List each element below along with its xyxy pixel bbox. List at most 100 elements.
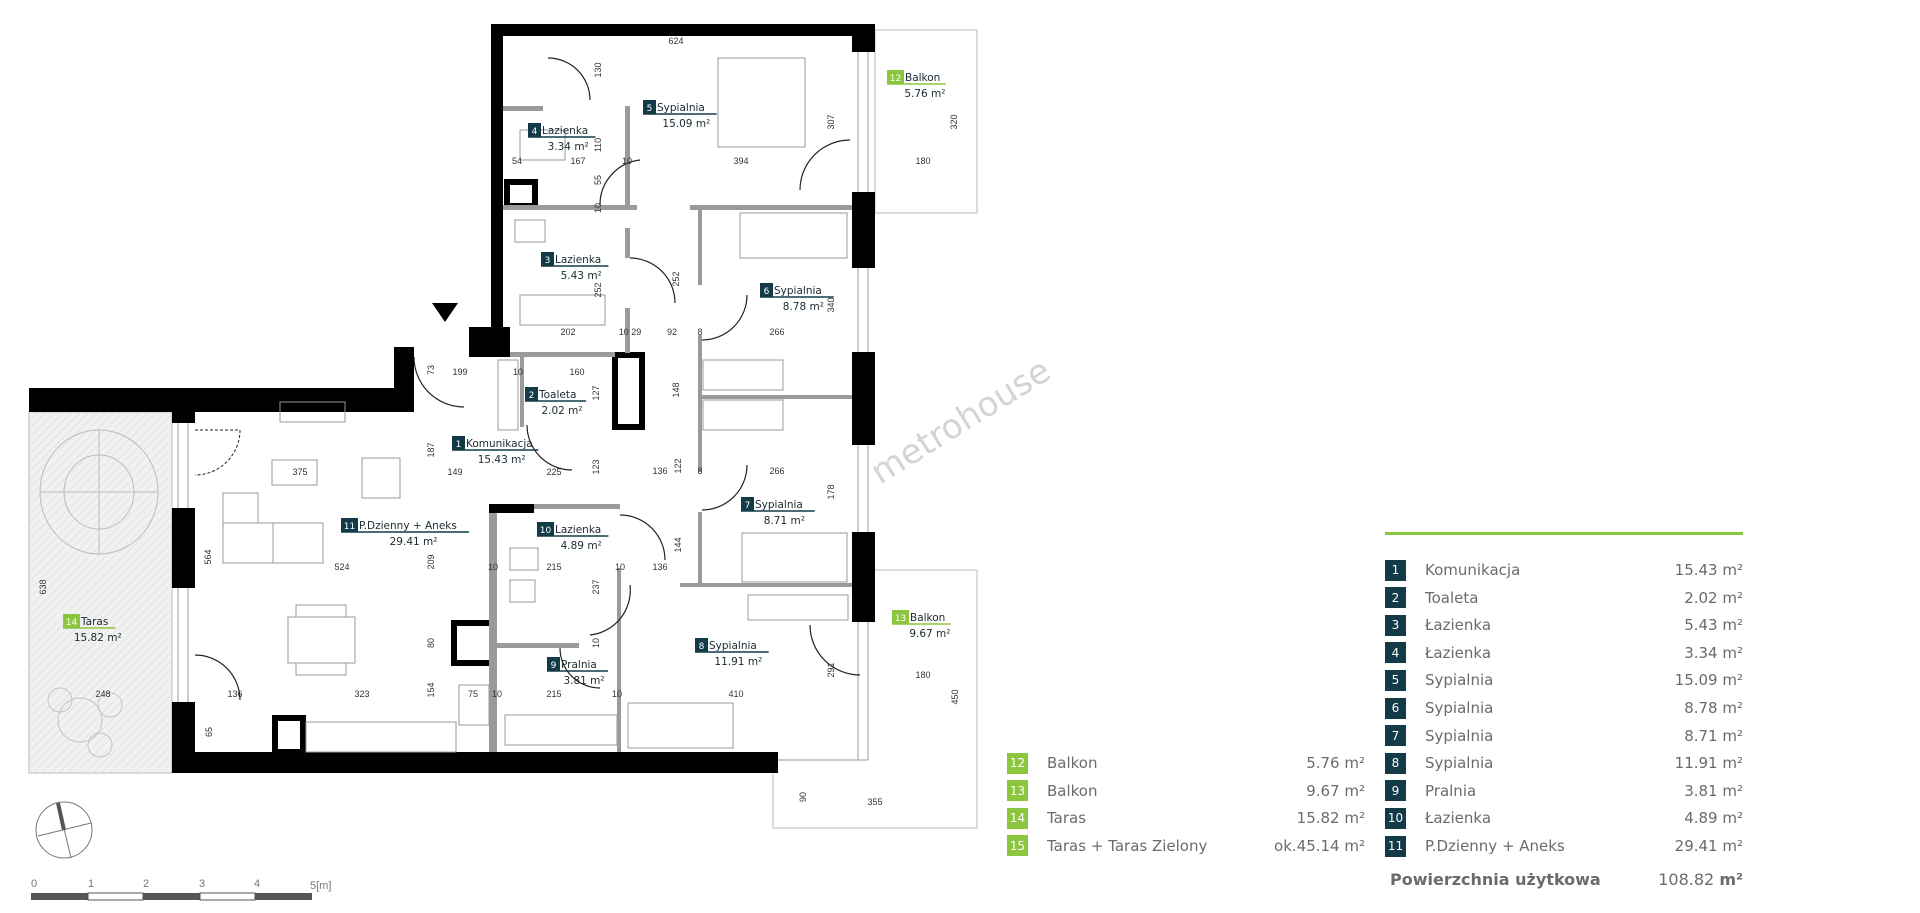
dimension-label: 160	[569, 367, 584, 377]
dimension-label: 110	[593, 138, 603, 152]
scale-label: 4	[254, 878, 261, 890]
legend-room-area: 8.78 m²	[1684, 699, 1743, 717]
dimension-label: 180	[915, 156, 930, 166]
room-area: 2.02 m²	[541, 405, 582, 417]
legend-badge: 9	[1385, 780, 1406, 802]
dimension-label: 564	[203, 549, 213, 564]
dimension-label: 215	[546, 562, 561, 572]
dimension-label: 10	[615, 562, 625, 572]
scale-label: 5[m]	[310, 880, 332, 892]
dimension-label: 154	[426, 682, 436, 697]
room-number-badge	[547, 657, 560, 671]
legend-badge: 10	[1385, 807, 1406, 829]
watermark: metrohouse	[864, 351, 1058, 493]
room-number: 12	[890, 74, 901, 84]
dimension-label: 180	[915, 670, 930, 680]
dimension-label: 10	[622, 156, 632, 166]
compass-icon	[35, 801, 93, 859]
dimension-label: 73	[426, 365, 436, 375]
room-number-badge	[541, 252, 554, 266]
room-number: 4	[532, 127, 538, 137]
legend-room-area: 8.71 m²	[1684, 726, 1743, 745]
legend-badge: 12	[1007, 752, 1028, 774]
legend-room-name: Łazienka	[1425, 809, 1492, 828]
room-area: 29.41 m²	[390, 536, 438, 548]
dimension-label: 375	[292, 467, 307, 477]
legend-room-area: 3.81 m²	[1684, 781, 1743, 800]
room-number: 11	[344, 522, 355, 532]
room-number: 7	[745, 501, 751, 511]
legend-badge: 2	[1385, 587, 1406, 609]
dimension-label: 10	[513, 367, 523, 377]
terrace-door-dashed	[194, 429, 241, 476]
room-number: 10	[540, 526, 552, 536]
terrace-round-table	[39, 429, 159, 555]
dimension-label: 8	[697, 327, 702, 337]
room-name: Balkon	[905, 72, 940, 84]
room-number: 3	[545, 256, 551, 266]
dimension-label: 136	[652, 466, 667, 476]
legend-room-area: 5.76 m²	[1306, 754, 1365, 772]
dimension-label: 148	[671, 382, 681, 397]
furniture	[222, 57, 849, 753]
legend-room-name: Sypialnia	[1425, 754, 1494, 773]
room-area: 11.91 m²	[714, 656, 762, 668]
dimension-label: 394	[733, 156, 748, 166]
dimension-label: 638	[38, 579, 48, 594]
legend-room-name: Sypialnia	[1425, 699, 1494, 717]
legend-badge: 8	[1385, 752, 1406, 774]
room-area: 8.71 m²	[764, 515, 805, 527]
room-area: 5.43 m²	[561, 270, 602, 282]
room-number-badge	[525, 387, 538, 401]
room-area: 5.76 m²	[904, 88, 945, 100]
dimension-label: 266	[769, 466, 784, 476]
room-number: 8	[699, 642, 705, 652]
dimension-label: 92	[667, 327, 677, 337]
room-area: 9.67 m²	[909, 628, 950, 640]
room-number: 13	[895, 614, 906, 624]
dimension-label: 252	[671, 271, 681, 286]
dimension-label: 307	[826, 114, 836, 129]
legend-room-name: Taras	[1047, 809, 1087, 827]
total-label: Powierzchnia użytkowa	[1390, 870, 1601, 889]
legend-badge: 1	[1385, 559, 1406, 581]
legend-row: 12 Balkon 5.76 m²	[1007, 752, 1365, 774]
total-area: Powierzchnia użytkowa 108.82 m²	[1390, 870, 1743, 889]
dimension-label: 75	[468, 689, 478, 699]
dimension-label: 10	[612, 689, 622, 699]
legend-room-area: 29.41 m²	[1674, 837, 1743, 855]
dimension-label: 8	[697, 466, 702, 476]
legend-room-area: 15.82 m²	[1296, 809, 1365, 827]
room-number-badge	[63, 614, 80, 628]
room-number-badge	[452, 436, 465, 450]
room-name: Pralnia	[561, 659, 597, 671]
room-area: 15.82 m²	[74, 632, 122, 644]
legend-badge: 7	[1385, 725, 1406, 747]
room-name: Lazienka	[555, 524, 601, 536]
room-name: Toaleta	[538, 389, 576, 401]
terrace-area	[28, 411, 173, 774]
dimension-label: 410	[728, 689, 743, 699]
legend-room-name: Taras + Taras Zielony	[1047, 836, 1208, 855]
legend-row: 7 Sypialnia 8.71 m²	[1385, 725, 1743, 747]
room-number-badge	[341, 518, 358, 532]
legend-room-name: Sypialnia	[1425, 726, 1494, 745]
legend-room-name: Łazienka	[1425, 643, 1492, 662]
legend-room-name: Balkon	[1047, 754, 1098, 772]
dimension-label: 215	[546, 689, 561, 699]
shafts	[272, 179, 645, 755]
legend-room-name: Pralnia	[1425, 781, 1477, 800]
legend-room-name: P.Dzienny + Aneks	[1425, 837, 1565, 855]
dimension-label: 624	[668, 36, 683, 46]
dimension-label: 10	[492, 689, 502, 699]
legend-badge: 13	[1007, 780, 1028, 801]
dimension-label: 252	[593, 282, 603, 297]
